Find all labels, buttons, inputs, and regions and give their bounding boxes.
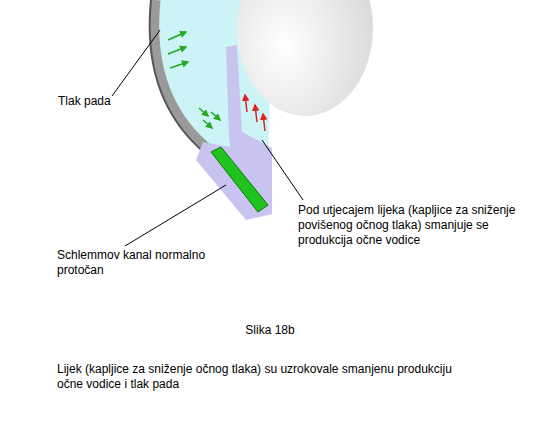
cornea-edge <box>150 0 206 154</box>
callout-label: Schlemmov kanal normalno protočan <box>57 248 222 278</box>
callout-label: Tlak pada <box>58 94 148 109</box>
chamber-angle <box>196 142 272 220</box>
cornea <box>155 0 210 150</box>
leader-lines <box>112 30 303 246</box>
figure-caption: Slika 18b <box>200 323 340 338</box>
schlemm-canal <box>211 147 268 212</box>
description-text: Lijek (kapljice za sniženje očnog tlaka)… <box>57 362 477 392</box>
outflow-arrows <box>168 32 220 128</box>
callout-label: Pod utjecajem lijeka (kapljice za snižen… <box>298 203 523 248</box>
lens <box>237 0 373 116</box>
production-arrows <box>245 95 265 131</box>
